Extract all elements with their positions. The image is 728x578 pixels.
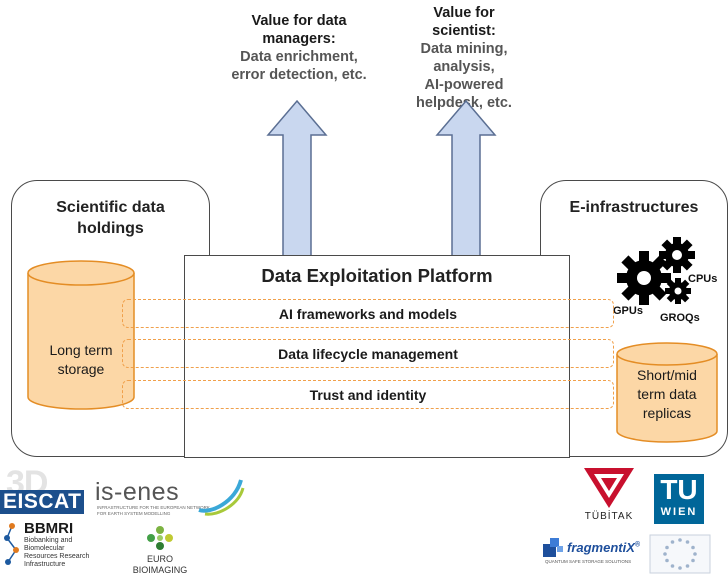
long-term-storage-line2: storage	[57, 361, 105, 377]
scientific-data-holdings-title: Scientific data holdings	[12, 197, 209, 239]
bbmri-subtitle-2: Biomolecular	[24, 545, 65, 552]
value-for-scientist: Value for scientist: Data mining, analys…	[396, 4, 532, 112]
long-term-storage-cylinder	[27, 260, 135, 410]
gpus-label: GPUs	[613, 305, 643, 317]
up-arrow-managers	[266, 99, 328, 258]
compute-gears-icon	[617, 237, 695, 305]
long-term-storage-top	[27, 260, 135, 286]
value-managers-heading-1: Value for data	[251, 13, 347, 29]
value-managers-colon: :	[330, 31, 336, 47]
up-arrow-managers-shape	[266, 99, 328, 258]
short-mid-term-line3: replicas	[642, 405, 692, 421]
bbmri-subtitle-3: Resources Research	[24, 553, 90, 560]
fragmentix-name: fragmentiX	[567, 540, 635, 555]
bioimaging-text: BIOIMAGING	[132, 565, 188, 575]
up-arrow-scientist-shape	[435, 99, 497, 258]
short-mid-term-storage-body	[616, 354, 718, 443]
layer-trust-identity: Trust and identity	[122, 380, 614, 409]
e-infrastructures-box: E-infrastructures	[540, 180, 728, 457]
value-managers-heading-2: managers	[262, 31, 331, 47]
is-enes-subtitle-1: INFRASTRUCTURE FOR THE EUROPEAN NETWORK	[97, 505, 210, 510]
bbmri-logo: BBMRI Biobanking and Biomolecular Resour…	[0, 520, 100, 576]
fragmentix-wordmark: fragmentiX®	[567, 540, 640, 555]
e-infrastructures-title: E-infrastructures	[569, 199, 699, 216]
gpu-gear-icon	[617, 251, 671, 305]
short-mid-term-line2: term data	[637, 386, 697, 402]
long-term-storage-label: Long term storage	[26, 341, 136, 379]
tubitak-emblem-icon	[584, 468, 634, 508]
value-scientist-detail-2: analysis,	[433, 59, 495, 75]
wien-wordmark: WIEN	[660, 506, 698, 518]
value-for-data-managers: Value for data managers: Data enrichment…	[212, 12, 386, 84]
tu-wien-logo: TU WIEN	[654, 474, 704, 524]
short-mid-term-storage-top	[616, 342, 718, 366]
short-mid-term-storage-label: Short/mid term data replicas	[615, 366, 719, 423]
tu-wordmark: TU	[660, 474, 698, 505]
data-exploitation-platform-box: Data Exploitation Platform	[184, 255, 570, 458]
is-enes-logo: is-enes INFRASTRUCTURE FOR THE EUROPEAN …	[95, 478, 245, 522]
scientific-data-holdings-title-line1: Scientific data	[56, 199, 165, 216]
up-arrow-scientist	[435, 99, 497, 258]
euro-text: EURO	[146, 554, 173, 564]
euro-bioimaging-logo: EURO BIOIMAGING	[128, 524, 192, 578]
eu-stars-icon	[649, 534, 711, 574]
bbmri-subtitle-4: Infrastructure	[24, 561, 66, 568]
is-enes-swoosh-icon	[198, 479, 245, 516]
value-scientist-colon: :	[491, 23, 496, 39]
eiscat-logo: 3D EISCAT	[0, 464, 92, 516]
bbmri-wordmark: BBMRI	[24, 520, 74, 537]
groq-gear-icon	[665, 278, 691, 304]
fragmentix-logo: fragmentiX® QUANTUM SAFE STORAGE SOLUTIO…	[541, 534, 641, 570]
short-mid-term-line1: Short/mid	[637, 367, 697, 383]
value-scientist-detail-3: AI-powered	[424, 77, 504, 93]
long-term-storage-line1: Long term	[49, 342, 113, 358]
euro-bioimaging-dots-icon	[147, 526, 173, 550]
long-term-storage-body	[27, 273, 135, 410]
value-managers-detail-2: error detection, etc.	[231, 67, 367, 83]
fragmentix-registered: ®	[634, 541, 641, 549]
cpu-gear-icon	[659, 237, 695, 273]
value-scientist-heading-1: Value for	[433, 5, 495, 21]
cpus-label: CPUs	[688, 273, 718, 285]
eiscat-wordmark: EISCAT	[0, 490, 85, 514]
is-enes-subtitle-2: FOR EARTH SYSTEM MODELLING	[97, 511, 171, 516]
tubitak-logo: TÜBİTAK	[574, 466, 644, 526]
value-managers-detail-1: Data enrichment,	[240, 49, 358, 65]
layer-ai-frameworks: AI frameworks and models	[122, 299, 614, 328]
scientific-data-holdings-title-line2: holdings	[77, 220, 144, 237]
tubitak-wordmark: TÜBİTAK	[584, 511, 634, 522]
platform-title: Data Exploitation Platform	[261, 265, 493, 286]
fragmentix-subtitle: QUANTUM SAFE STORAGE SOLUTIONS	[545, 559, 632, 564]
groqs-label: GROQs	[660, 312, 700, 324]
bbmri-molecule-icon	[4, 523, 19, 565]
value-scientist-heading-2: scientist	[432, 23, 491, 39]
layer-data-lifecycle: Data lifecycle management	[122, 339, 614, 368]
short-mid-term-storage-cylinder	[616, 342, 718, 443]
fragmentix-cube-icon	[543, 538, 563, 557]
value-scientist-detail-1: Data mining,	[420, 41, 508, 57]
is-enes-wordmark: is-enes	[95, 478, 180, 506]
bbmri-subtitle-1: Biobanking and	[24, 537, 73, 544]
